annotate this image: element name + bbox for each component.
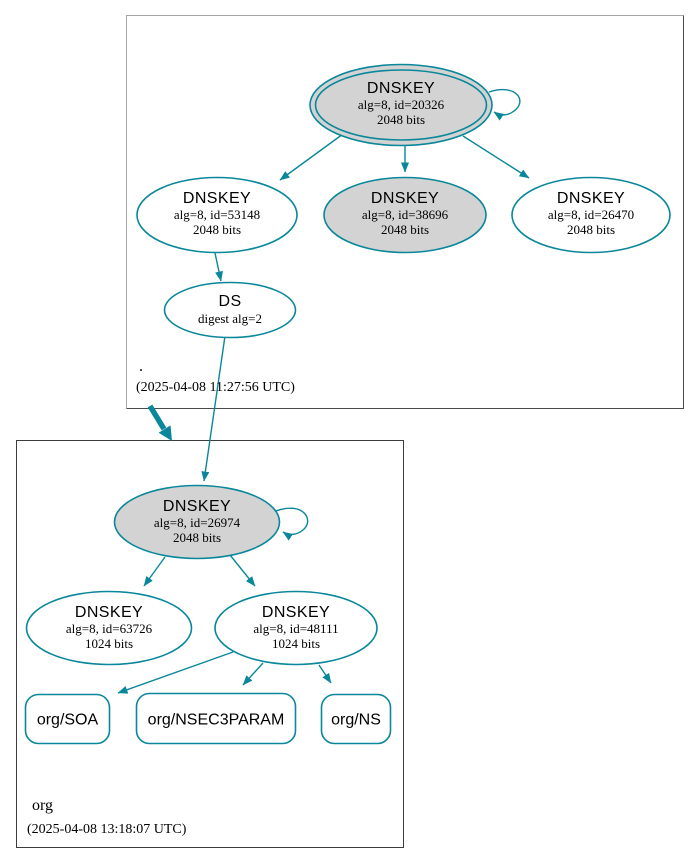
- node-rrset-org-ns[interactable]: org/NS: [320, 693, 392, 745]
- node-title: DNSKEY: [183, 190, 251, 207]
- node-root-dnskey-38696[interactable]: DNSKEY alg=8, id=38696 2048 bits: [323, 176, 487, 254]
- node-alg: alg=8, id=63726: [66, 621, 153, 636]
- node-alg: alg=8, id=26470: [548, 207, 634, 222]
- node-title: DNSKEY: [367, 80, 435, 97]
- node-bits: 1024 bits: [85, 636, 133, 651]
- node-alg: alg=8, id=48111: [253, 621, 338, 636]
- node-alg: alg=8, id=26974: [154, 515, 241, 530]
- rrset-label: org/SOA: [37, 712, 99, 729]
- node-root-ds[interactable]: DS digest alg=2: [163, 281, 297, 339]
- node-bits: 2048 bits: [173, 530, 221, 545]
- node-alg: alg=8, id=20326: [358, 97, 445, 112]
- edge-key48111-to-nsec3param: [242, 662, 264, 686]
- node-title: DNSKEY: [163, 498, 231, 515]
- node-title: DS: [218, 293, 241, 310]
- edge-key53148-to-ds: [214, 252, 223, 282]
- edge-key48111-to-soa: [117, 651, 234, 694]
- node-org-dnskey-63726[interactable]: DNSKEY alg=8, id=63726 1024 bits: [25, 590, 193, 666]
- node-org-dnskey-26974[interactable]: DNSKEY alg=8, id=26974 2048 bits: [113, 484, 281, 560]
- node-rrset-org-nsec3param[interactable]: org/NSEC3PARAM: [135, 692, 297, 745]
- node-org-dnskey-48111[interactable]: DNSKEY alg=8, id=48111 1024 bits: [214, 590, 378, 666]
- edge-ds-to-org-ksk: [201, 335, 226, 482]
- node-bits: 2048 bits: [377, 112, 425, 127]
- node-bits: 2048 bits: [567, 222, 615, 237]
- root-zone-label: .: [139, 358, 143, 375]
- edge-delegation-root-to-org: [147, 404, 172, 441]
- edge-org-ksk-to-key63726: [143, 556, 166, 587]
- org-zone-timestamp: (2025-04-08 13:18:07 UTC): [27, 822, 187, 837]
- org-zone-label: org: [32, 797, 53, 814]
- node-alg: alg=8, id=53148: [174, 207, 260, 222]
- edge-org-ksk-selfloop: [275, 507, 309, 541]
- node-root-dnskey-53148[interactable]: DNSKEY alg=8, id=53148 2048 bits: [136, 176, 298, 254]
- node-title: DNSKEY: [557, 190, 625, 207]
- node-bits: 2048 bits: [193, 222, 241, 237]
- node-bits: 2048 bits: [381, 222, 429, 237]
- node-title: DNSKEY: [371, 190, 439, 207]
- root-zone-timestamp: (2025-04-08 11:27:56 UTC): [136, 380, 295, 395]
- rrset-label: org/NSEC3PARAM: [148, 712, 285, 729]
- node-title: DNSKEY: [75, 604, 143, 621]
- edge-key48111-to-ns: [318, 664, 332, 684]
- root-zone-box: [126, 15, 684, 409]
- node-root-dnskey-26470[interactable]: DNSKEY alg=8, id=26470 2048 bits: [511, 176, 671, 254]
- node-rrset-org-soa[interactable]: org/SOA: [24, 693, 111, 745]
- node-root-dnskey-20326[interactable]: DNSKEY alg=8, id=20326 2048 bits: [309, 63, 493, 147]
- node-title: DNSKEY: [262, 604, 330, 621]
- node-digest: digest alg=2: [198, 311, 262, 326]
- node-alg: alg=8, id=38696: [362, 207, 449, 222]
- edge-root-ksk-selfloop: [488, 88, 521, 121]
- rrset-label: org/NS: [331, 712, 381, 729]
- edge-root-ksk-to-key26470: [462, 135, 530, 179]
- edge-root-ksk-to-key53148: [279, 133, 344, 181]
- edge-org-ksk-to-key48111: [229, 554, 256, 587]
- node-bits: 1024 bits: [272, 636, 320, 651]
